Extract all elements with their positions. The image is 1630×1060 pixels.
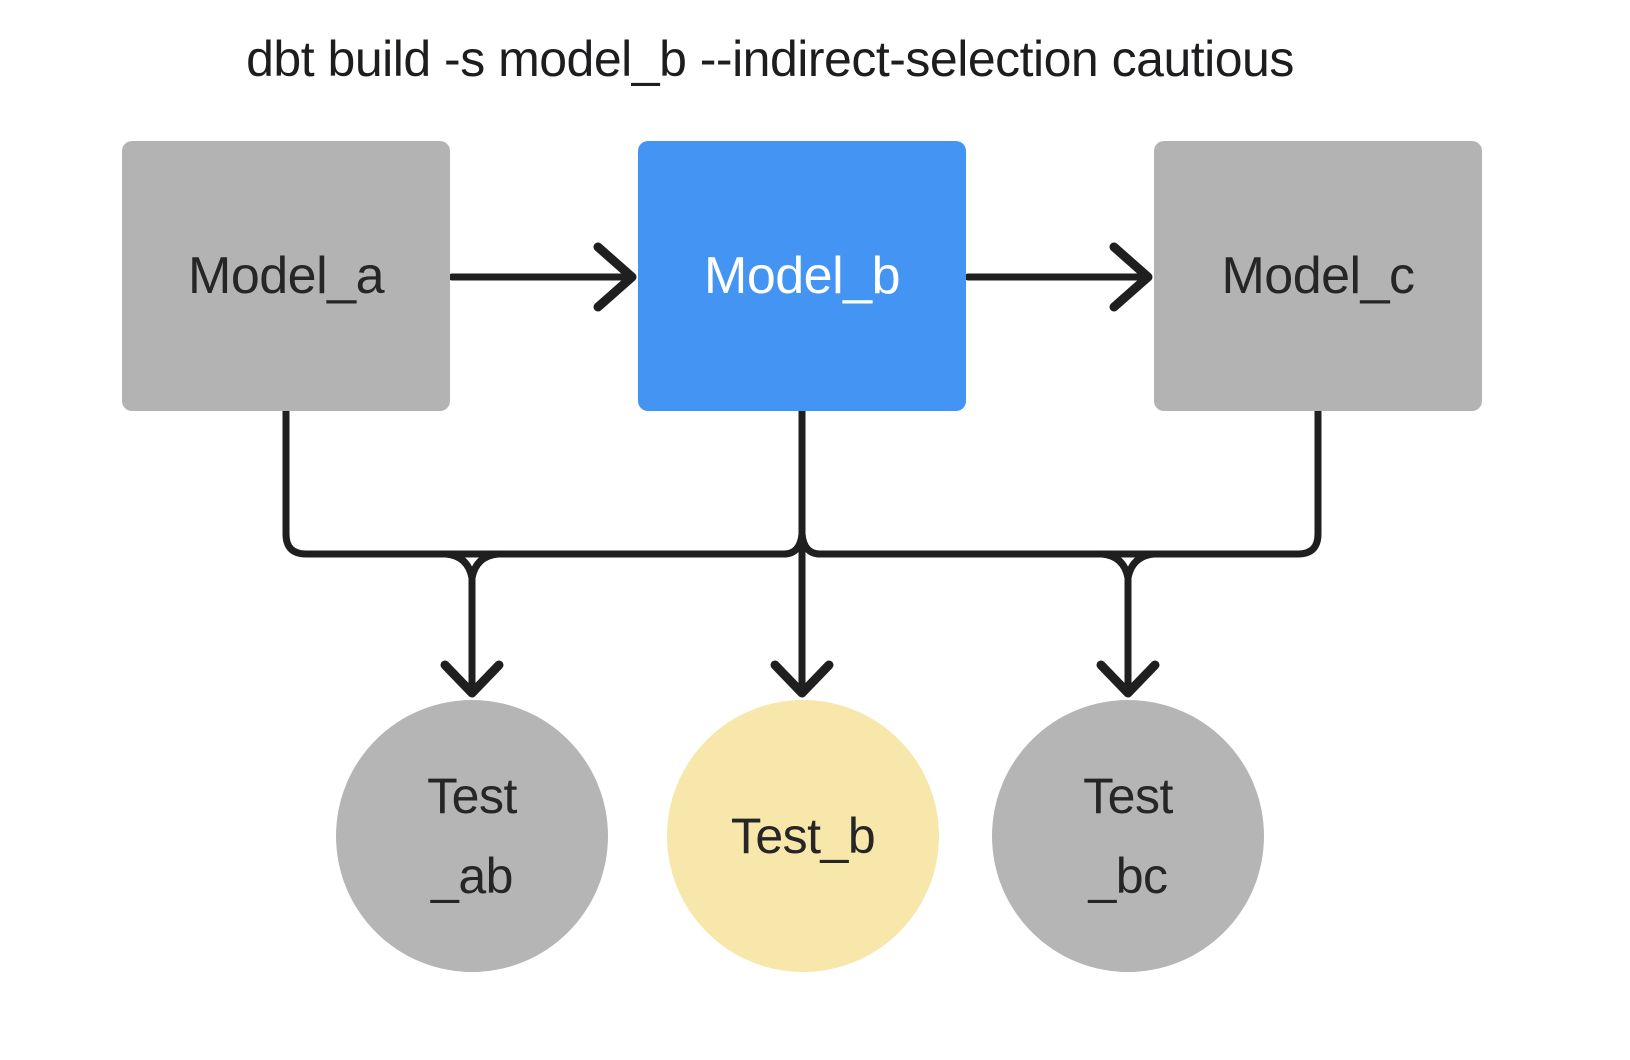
node-test-ab-label-line1: Test [427, 768, 517, 824]
edge-branch-test-bc-fillet-left [1098, 550, 1132, 582]
node-model-c-label: Model_c [1221, 247, 1415, 305]
edge-model-c-bus [798, 407, 1322, 558]
node-model-a: Model_a [122, 141, 450, 411]
arrowhead-model-b-left [593, 242, 637, 312]
arrowhead-test-ab [440, 660, 504, 698]
edge-branch-test-bc-fillet-right [1124, 550, 1158, 582]
node-test-bc-label-line2: _bc [1088, 848, 1168, 904]
node-test-b: Test_b [667, 700, 939, 972]
node-model-b-label: Model_b [704, 247, 900, 305]
node-model-b: Model_b [638, 141, 966, 411]
node-model-a-label: Model_a [188, 247, 384, 305]
node-test-b-label-line1: Test_b [730, 808, 876, 864]
arrowhead-test-bc [1096, 660, 1160, 698]
edge-branch-test-ab-fillet-left [442, 550, 476, 582]
diagram-title: dbt build -s model_b --indirect-selectio… [246, 31, 1294, 87]
node-model-c: Model_c [1154, 141, 1482, 411]
node-test-bc: Test _bc [992, 700, 1264, 972]
node-test-ab: Test _ab [336, 700, 608, 972]
node-test-ab-label-line2: _ab [431, 848, 513, 904]
edge-branch-test-ab-fillet-right [468, 550, 502, 582]
arrowhead-model-c-left [1109, 242, 1153, 312]
arrowhead-test-b [770, 660, 834, 698]
edge-model-a-bus [282, 407, 806, 558]
node-test-bc-label-line1: Test [1083, 768, 1173, 824]
